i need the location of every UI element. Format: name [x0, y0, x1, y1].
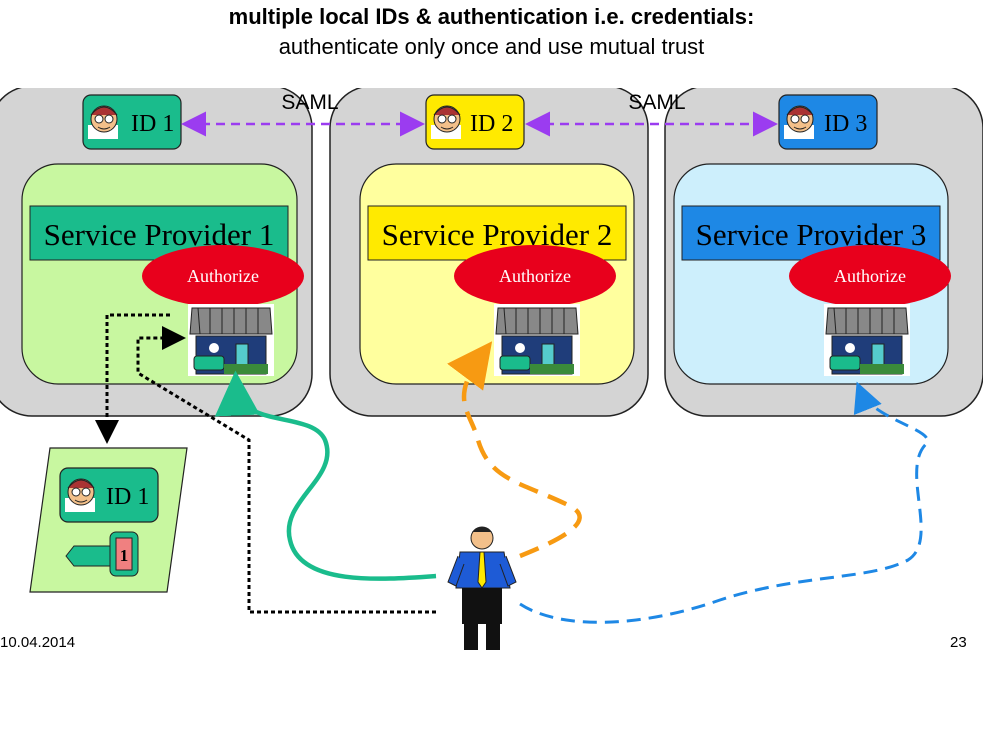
shop-icon — [188, 304, 274, 376]
authorize-label-2: Authorize — [499, 266, 571, 286]
user-face-icon — [784, 105, 814, 139]
user-face-icon — [65, 478, 95, 512]
saml-label-2: SAML — [628, 91, 685, 114]
authorize-ellipse-2 — [454, 245, 616, 307]
user-face-icon — [88, 105, 118, 139]
diagram-canvas: Service Provider 1 Service Provider 2 Se… — [0, 88, 983, 650]
access-arrow-sp1 — [214, 370, 437, 581]
id-badge-label-2: ID 2 — [470, 111, 513, 137]
slide-page-number: 23 — [950, 634, 967, 651]
user-face-icon — [431, 105, 461, 139]
authorize-ellipse-1 — [142, 245, 304, 307]
id-badge-label-1: ID 1 — [131, 111, 174, 137]
slide: multiple local IDs & authentication i.e.… — [0, 4, 983, 651]
id-badge-label-3: ID 3 — [824, 111, 867, 137]
authorize-label-3: Authorize — [834, 266, 906, 286]
provider-label-2: Service Provider 2 — [382, 217, 613, 252]
access-arrow-sp3 — [519, 381, 929, 624]
slide-subtitle: authenticate only once and use mutual tr… — [278, 34, 705, 59]
slide-date: 10.04.2014 — [0, 634, 76, 651]
shop-icon — [494, 304, 580, 376]
slide-title: multiple local IDs & authentication i.e.… — [228, 4, 755, 29]
key-icon — [65, 531, 139, 577]
authorize-ellipse-3 — [789, 245, 951, 307]
key-label: 1 — [120, 546, 129, 565]
credential-flow-to-wallet — [95, 313, 170, 444]
wallet-id-label: ID 1 — [106, 484, 149, 510]
credential-flow-to-sp1 — [136, 326, 436, 614]
saml-label-1: SAML — [281, 91, 338, 114]
user-person-icon — [447, 526, 517, 650]
shop-icon — [824, 304, 910, 376]
authorize-label-1: Authorize — [187, 266, 259, 286]
